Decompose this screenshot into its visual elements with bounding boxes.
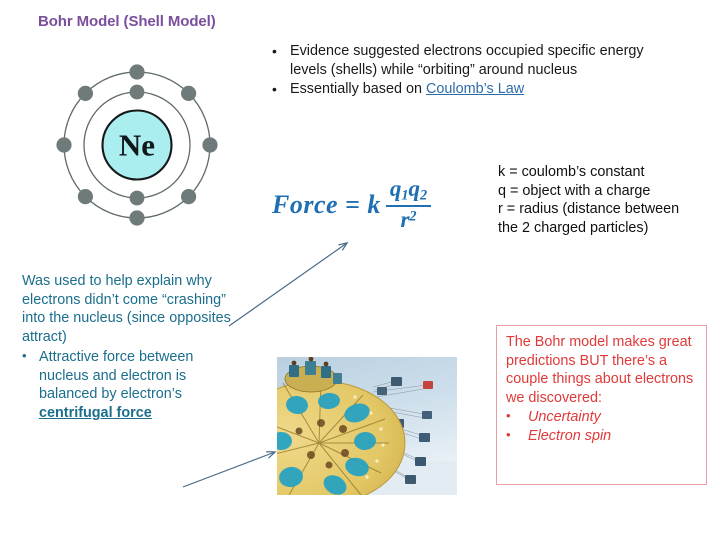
electron-dot: [181, 189, 197, 205]
electron-dot: [77, 85, 93, 101]
formula-r-exponent: 2: [409, 208, 417, 225]
formula-fraction: q1q2 r2: [385, 176, 432, 232]
electron-dot: [129, 64, 145, 80]
explanation-bullet-lead: Attractive force between nucleus and ele…: [39, 348, 194, 403]
explanation-text-block: Was used to help explain why electrons d…: [22, 272, 237, 423]
formula-numerator: q1q2: [386, 176, 431, 205]
variable-key-line: k = coulomb’s constant: [498, 164, 645, 180]
list-item: • Essentially based on Coulomb’s Law: [272, 80, 662, 99]
evidence-item-lead: Essentially based on: [290, 81, 426, 98]
formula-q2-subscript: 2: [419, 187, 428, 204]
list-item: • Attractive force between nucleus and e…: [22, 348, 237, 423]
bullet-glyph-icon: •: [272, 43, 277, 59]
explanation-bullet-text: Attractive force between nucleus and ele…: [39, 348, 237, 423]
bullet-glyph-icon: •: [22, 347, 27, 363]
electron-dot: [129, 210, 145, 226]
variable-key-legend: k = coulomb’s constant q = object with a…: [498, 163, 698, 238]
list-item: • Evidence suggested electrons occupied …: [272, 42, 662, 80]
electron-dot: [129, 190, 145, 206]
variable-key-line: r = radius (distance between the 2 charg…: [498, 201, 680, 237]
formula-q1-subscript: 1: [401, 187, 409, 204]
electron-dot: [56, 137, 72, 153]
caution-paragraph: The Bohr model makes great predictions B…: [506, 334, 694, 407]
electron-dot: [202, 137, 218, 153]
arrow-explanation-to-formula: [228, 243, 347, 327]
electron-dot: [129, 84, 145, 100]
bullet-glyph-icon: •: [506, 407, 511, 423]
formula-left-side: Force = k: [272, 190, 381, 220]
electron-dot: [181, 85, 197, 101]
caution-item-text: Electron spin: [528, 427, 612, 444]
coulombs-law-formula: Force = k q1q2 r2: [272, 176, 432, 233]
list-item: • Uncertainty: [506, 408, 697, 427]
page-title: Bohr Model (Shell Model): [38, 13, 216, 30]
electron-dot: [77, 189, 93, 205]
nucleus-label: Ne: [119, 128, 155, 163]
bullet-glyph-icon: •: [506, 426, 511, 442]
formula-q2: q: [408, 176, 420, 201]
explanation-paragraph: Was used to help explain why electrons d…: [22, 273, 231, 346]
formula-q1: q: [389, 176, 402, 201]
bullet-glyph-icon: •: [272, 81, 277, 98]
variable-key-line: q = object with a charge: [498, 182, 651, 199]
coulombs-law-link[interactable]: Coulomb’s Law: [426, 81, 525, 98]
centrifugal-force-emphasis: centrifugal force: [39, 405, 152, 422]
caution-item-text: Uncertainty: [528, 408, 601, 425]
list-item: • Electron spin: [506, 427, 697, 446]
formula-r: r: [400, 206, 410, 232]
atom-nucleus: [101, 109, 173, 181]
caution-callout-box: The Bohr model makes great predictions B…: [496, 325, 707, 485]
arrow-centrifugal-to-photo: [182, 452, 275, 488]
evidence-item-text: Essentially based on Coulomb’s Law: [290, 80, 662, 99]
swing-carousel-ride-photo: [277, 357, 457, 495]
evidence-item-text: Evidence suggested electrons occupied sp…: [290, 43, 644, 79]
evidence-bullet-list: • Evidence suggested electrons occupied …: [272, 42, 662, 99]
bohr-model-atom-diagram: Ne: [27, 35, 247, 255]
formula-denominator: r2: [385, 204, 432, 232]
